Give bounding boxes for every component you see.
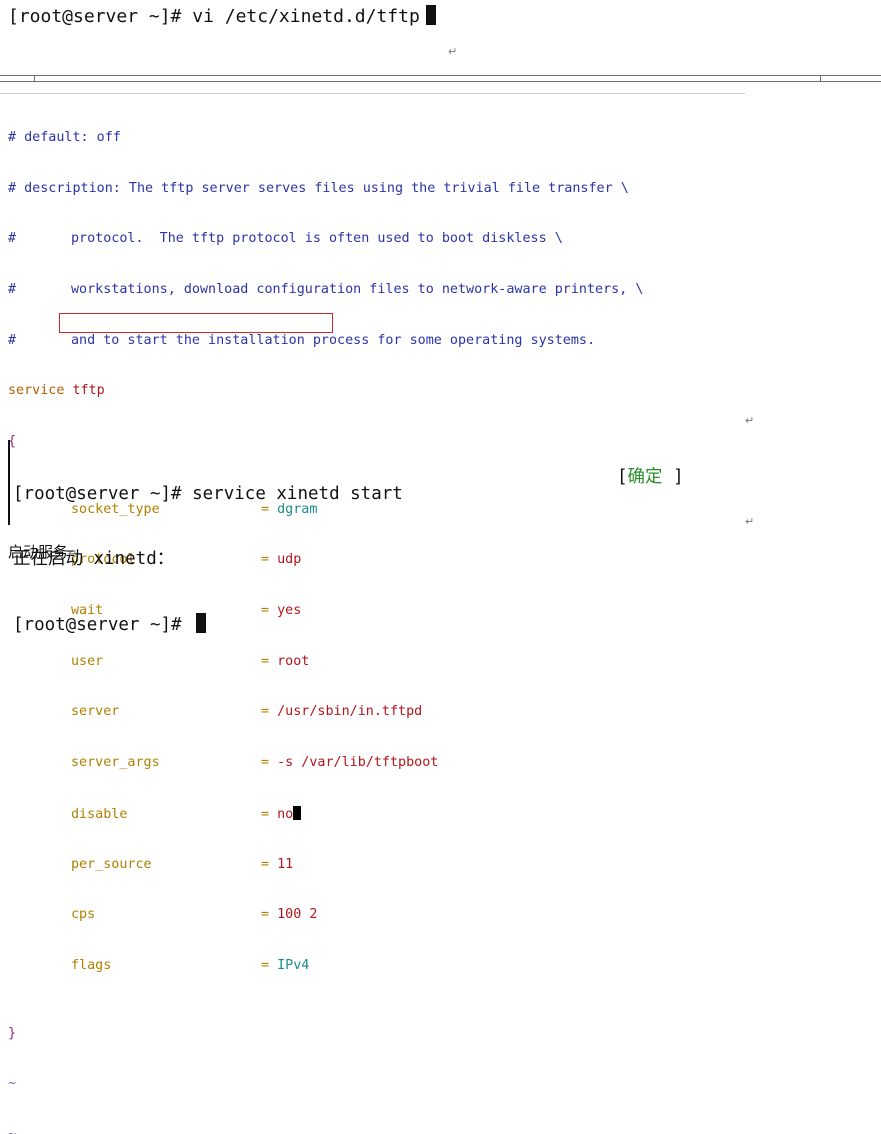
- setting-value: /usr/sbin/in.tftpd: [277, 704, 423, 720]
- empty-line-tilde: ~: [8, 1076, 17, 1092]
- caption: 启动服务↵: [8, 543, 78, 561]
- empty-line-tilde: ~: [0, 1127, 760, 1134]
- setting-row: server_args = -s /var/lib/tftpboot: [0, 755, 760, 772]
- status-ok: [确定 ]: [617, 467, 684, 487]
- divider-tick: [820, 76, 821, 81]
- setting-key: disable: [71, 806, 128, 822]
- service-keyword: service: [8, 383, 65, 399]
- setting-key: socket_type: [71, 501, 160, 517]
- comment-text: protocol. The tftp protocol is often use…: [71, 231, 563, 247]
- setting-value: IPv4: [277, 957, 310, 973]
- terminal-cursor: [425, 5, 436, 25]
- setting-value: udp: [277, 552, 302, 568]
- setting-row: flags = IPv4: [0, 958, 760, 975]
- terminal-prompt: [root@server ~]#: [13, 615, 182, 635]
- paragraph-mark: ↵: [745, 515, 755, 528]
- terminal-left-border: [8, 440, 10, 525]
- paragraph-mark: ↵: [745, 414, 755, 427]
- setting-row-disable: disable = no: [0, 805, 760, 823]
- setting-key: per_source: [71, 856, 152, 872]
- top-command-line: [root@server ~]# vi /etc/xinetd.d/tftp: [8, 5, 436, 27]
- comment-text: workstations, download configuration fil…: [71, 281, 644, 297]
- divider-line: [0, 75, 881, 76]
- status-ok-text: 确定: [627, 467, 663, 487]
- setting-equals: =: [261, 501, 270, 517]
- setting-equals: =: [261, 552, 270, 568]
- setting-row: per_source = 11: [0, 857, 760, 874]
- terminal-line: 正在启动 xinetd：: [13, 548, 175, 569]
- setting-equals: =: [261, 907, 270, 923]
- comment-line: # default: off: [8, 129, 121, 145]
- setting-row: socket_type = dgram: [0, 502, 760, 519]
- terminal-line: [root@server ~]# service xinetd start: [13, 484, 403, 504]
- close-brace: }: [8, 1025, 17, 1041]
- setting-equals: =: [261, 806, 270, 822]
- top-terminal: [root@server ~]# vi /etc/xinetd.d/tftp: [0, 0, 448, 34]
- editor-top-rule: [0, 93, 745, 94]
- setting-equals: =: [261, 704, 270, 720]
- setting-equals: =: [261, 957, 270, 973]
- divider-tick: [34, 76, 35, 81]
- setting-value: no: [277, 806, 294, 822]
- setting-key: server_args: [71, 755, 160, 771]
- vi-editor[interactable]: # default: off # description: The tftp s…: [0, 96, 760, 1134]
- setting-value: 11: [277, 856, 294, 872]
- setting-key: flags: [71, 957, 112, 973]
- setting-value: 100 2: [277, 907, 318, 923]
- setting-value: dgram: [277, 501, 318, 517]
- terminal-line: [root@server ~]#: [13, 613, 403, 637]
- service-name: tftp: [72, 383, 105, 399]
- setting-key: server: [71, 704, 120, 720]
- comment-line: #and to start the installation process f…: [8, 332, 596, 348]
- setting-value: -s /var/lib/tftpboot: [277, 755, 439, 771]
- setting-row: server = /usr/sbin/in.tftpd: [0, 704, 760, 721]
- setting-row: protocol = udp: [0, 552, 760, 569]
- comment-text: and to start the installation process fo…: [71, 332, 596, 348]
- terminal-cursor: [196, 613, 207, 633]
- comment-line: # description: The tftp server serves fi…: [8, 180, 629, 196]
- comment-line: #protocol. The tftp protocol is often us…: [8, 231, 563, 247]
- editor-cursor: [293, 805, 302, 820]
- open-brace: {: [8, 434, 17, 450]
- setting-equals: =: [261, 755, 270, 771]
- top-prompt: [root@server ~]#: [8, 6, 182, 27]
- setting-row: cps = 100 2: [0, 907, 760, 924]
- setting-key: protocol: [71, 552, 136, 568]
- setting-key: cps: [71, 907, 96, 923]
- setting-equals: =: [261, 856, 270, 872]
- service-line: service tftp: [0, 383, 760, 400]
- paragraph-mark: ↵: [448, 45, 458, 58]
- comment-line: #workstations, download configuration fi…: [8, 281, 644, 297]
- top-command: vi /etc/xinetd.d/tftp: [192, 6, 420, 27]
- highlight-box-disable: [59, 313, 333, 333]
- divider-line: [0, 81, 881, 82]
